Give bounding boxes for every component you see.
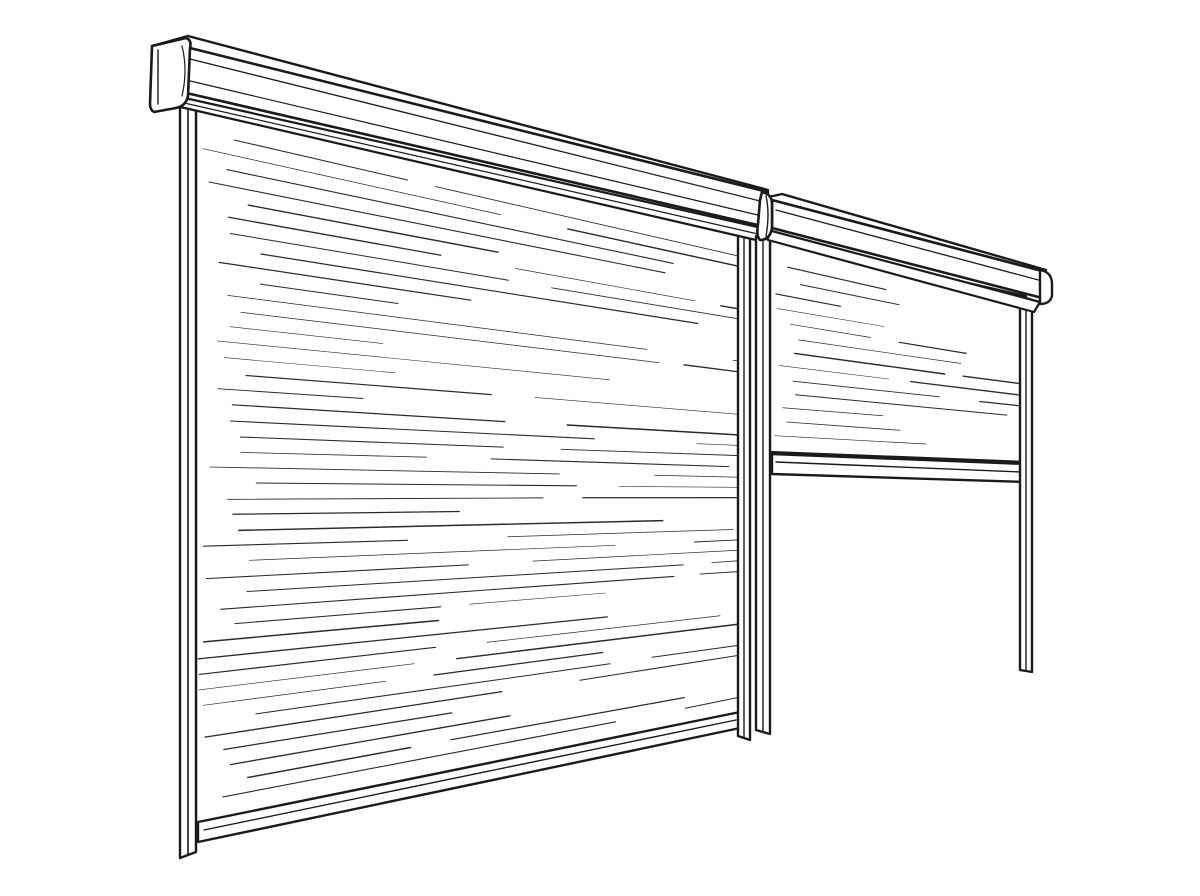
left-shutter-slat-line — [240, 311, 660, 364]
left-shutter-slat-line — [220, 575, 675, 610]
left-shutter-slat-line — [245, 374, 492, 396]
right-shutter-guide-rail-right — [1018, 294, 1034, 674]
left-shutter-slat-line — [227, 497, 544, 500]
left-shutter — [148, 34, 770, 860]
left-shutter-slat-line — [204, 690, 503, 738]
left-shutter-slat-line — [651, 644, 741, 658]
right-shutter-slat-line — [979, 400, 1023, 407]
right-shutter-slat-line — [909, 380, 1021, 396]
left-shutter-slat-line — [684, 696, 741, 709]
left-shutter-slat-line — [247, 746, 412, 779]
left-shutter-slat-line — [711, 560, 741, 564]
right-shutter-slat-line — [794, 352, 946, 375]
left-shutter-slat-line — [227, 295, 648, 350]
left-shutter-slat-line — [229, 420, 595, 440]
left-shutter-slat-line — [229, 715, 511, 766]
left-shutter-slat-line — [222, 721, 617, 798]
left-shutter-slat-line — [534, 397, 741, 415]
right-shutter-slat-line — [787, 266, 887, 291]
left-shutter-slat-line — [217, 388, 364, 399]
left-shutter-slat-line — [232, 510, 460, 515]
left-shutter-slat-line — [202, 148, 501, 215]
left-shutter-slat-line — [551, 287, 741, 320]
right-shutter-slat-line — [962, 375, 1023, 385]
left-shutter-slat-line — [197, 616, 609, 660]
right-shutter-slat-line — [779, 365, 890, 380]
left-shutter-slat-line — [198, 646, 437, 675]
left-shutter-slat-line — [217, 340, 611, 381]
left-shutter-slat-line — [226, 169, 674, 264]
left-shutter-slat-line — [699, 571, 741, 575]
right-shutter-slat-line — [792, 380, 940, 398]
right-shutter-slat-line — [786, 421, 901, 431]
left-shutter-slat-line — [486, 615, 721, 643]
right-shutter-slat-line — [774, 435, 927, 445]
left-shutter-slat-line — [507, 529, 734, 538]
left-shutter-slat-line — [223, 357, 396, 374]
left-shutter-slat-line — [202, 619, 440, 643]
right-shutter-slats — [774, 266, 1023, 445]
left-shutter-slat-line — [618, 486, 741, 488]
left-shutter-slat-line — [218, 261, 472, 301]
left-shutter-slat-line — [560, 448, 741, 457]
left-shutter-slat-line — [255, 663, 611, 715]
left-shutter-slat-line — [567, 228, 741, 268]
left-shutter-slat-line — [208, 181, 666, 274]
left-shutter-slat-line — [654, 474, 741, 478]
left-shutter-slat-line — [198, 663, 415, 691]
right-shutter-slat-line — [775, 293, 841, 307]
left-shutter-slat-line — [240, 452, 427, 458]
right-shutter-slat-line — [800, 284, 900, 306]
left-shutter-slats — [197, 139, 741, 798]
left-shutter-slat-line — [249, 544, 616, 561]
left-shutter-slat-line — [455, 623, 741, 660]
left-shutter-guide-rail-right — [736, 230, 752, 742]
left-shutter-slat-line — [450, 696, 685, 741]
right-shutter — [754, 190, 1054, 736]
left-shutter-slat-line — [205, 564, 470, 580]
left-shutter-slat-line — [203, 539, 409, 547]
left-shutter-slat-line — [259, 283, 399, 304]
left-shutter-slat-line — [515, 268, 696, 302]
left-shutter-slat-line — [229, 233, 509, 281]
left-shutter-slat-line — [209, 466, 560, 475]
left-shutter-slat-line — [247, 204, 499, 253]
right-shutter-guide-rail-left — [754, 234, 772, 736]
right-shutter-slat-line — [795, 394, 1008, 416]
left-shutter-slat-line — [260, 253, 699, 325]
right-shutter-slat-line — [798, 339, 962, 364]
left-shutter-slat-line — [255, 482, 578, 487]
left-shutter-guide-rail-left — [178, 104, 198, 860]
left-shutter-slat-line — [566, 424, 741, 436]
left-shutter-slat-line — [683, 364, 741, 373]
right-shutter-slat-line — [777, 308, 885, 327]
left-shutter-slat-line — [579, 654, 741, 681]
left-shutter-slat-line — [490, 458, 730, 468]
left-shutter-slat-line — [433, 651, 604, 676]
left-shutter-slat-line — [469, 592, 606, 605]
left-shutter-slat-line — [202, 680, 386, 706]
left-shutter-slat-line — [693, 539, 741, 543]
left-shutter-slat-line — [696, 443, 741, 446]
right-shutter-slat-line — [898, 341, 967, 355]
left-shutter-slat-line — [238, 519, 664, 532]
left-shutter-slat-line — [234, 606, 442, 625]
right-shutter-slat-line — [782, 407, 884, 417]
left-shutter-slat-line — [246, 564, 684, 592]
left-shutter-housing-box — [148, 34, 770, 242]
right-shutter-slat-line — [789, 323, 872, 338]
left-shutter-slat-line — [435, 186, 741, 257]
left-shutter-slat-line — [227, 216, 442, 256]
left-shutter-slat-line — [223, 712, 453, 751]
left-shutter-slat-line — [231, 404, 506, 423]
left-shutter-slat-line — [229, 326, 383, 344]
left-shutter-slat-line — [239, 436, 504, 448]
left-shutter-slat-line — [532, 549, 741, 562]
right-shutter-housing-box — [756, 190, 1054, 314]
left-shutter-slat-line — [233, 139, 409, 181]
